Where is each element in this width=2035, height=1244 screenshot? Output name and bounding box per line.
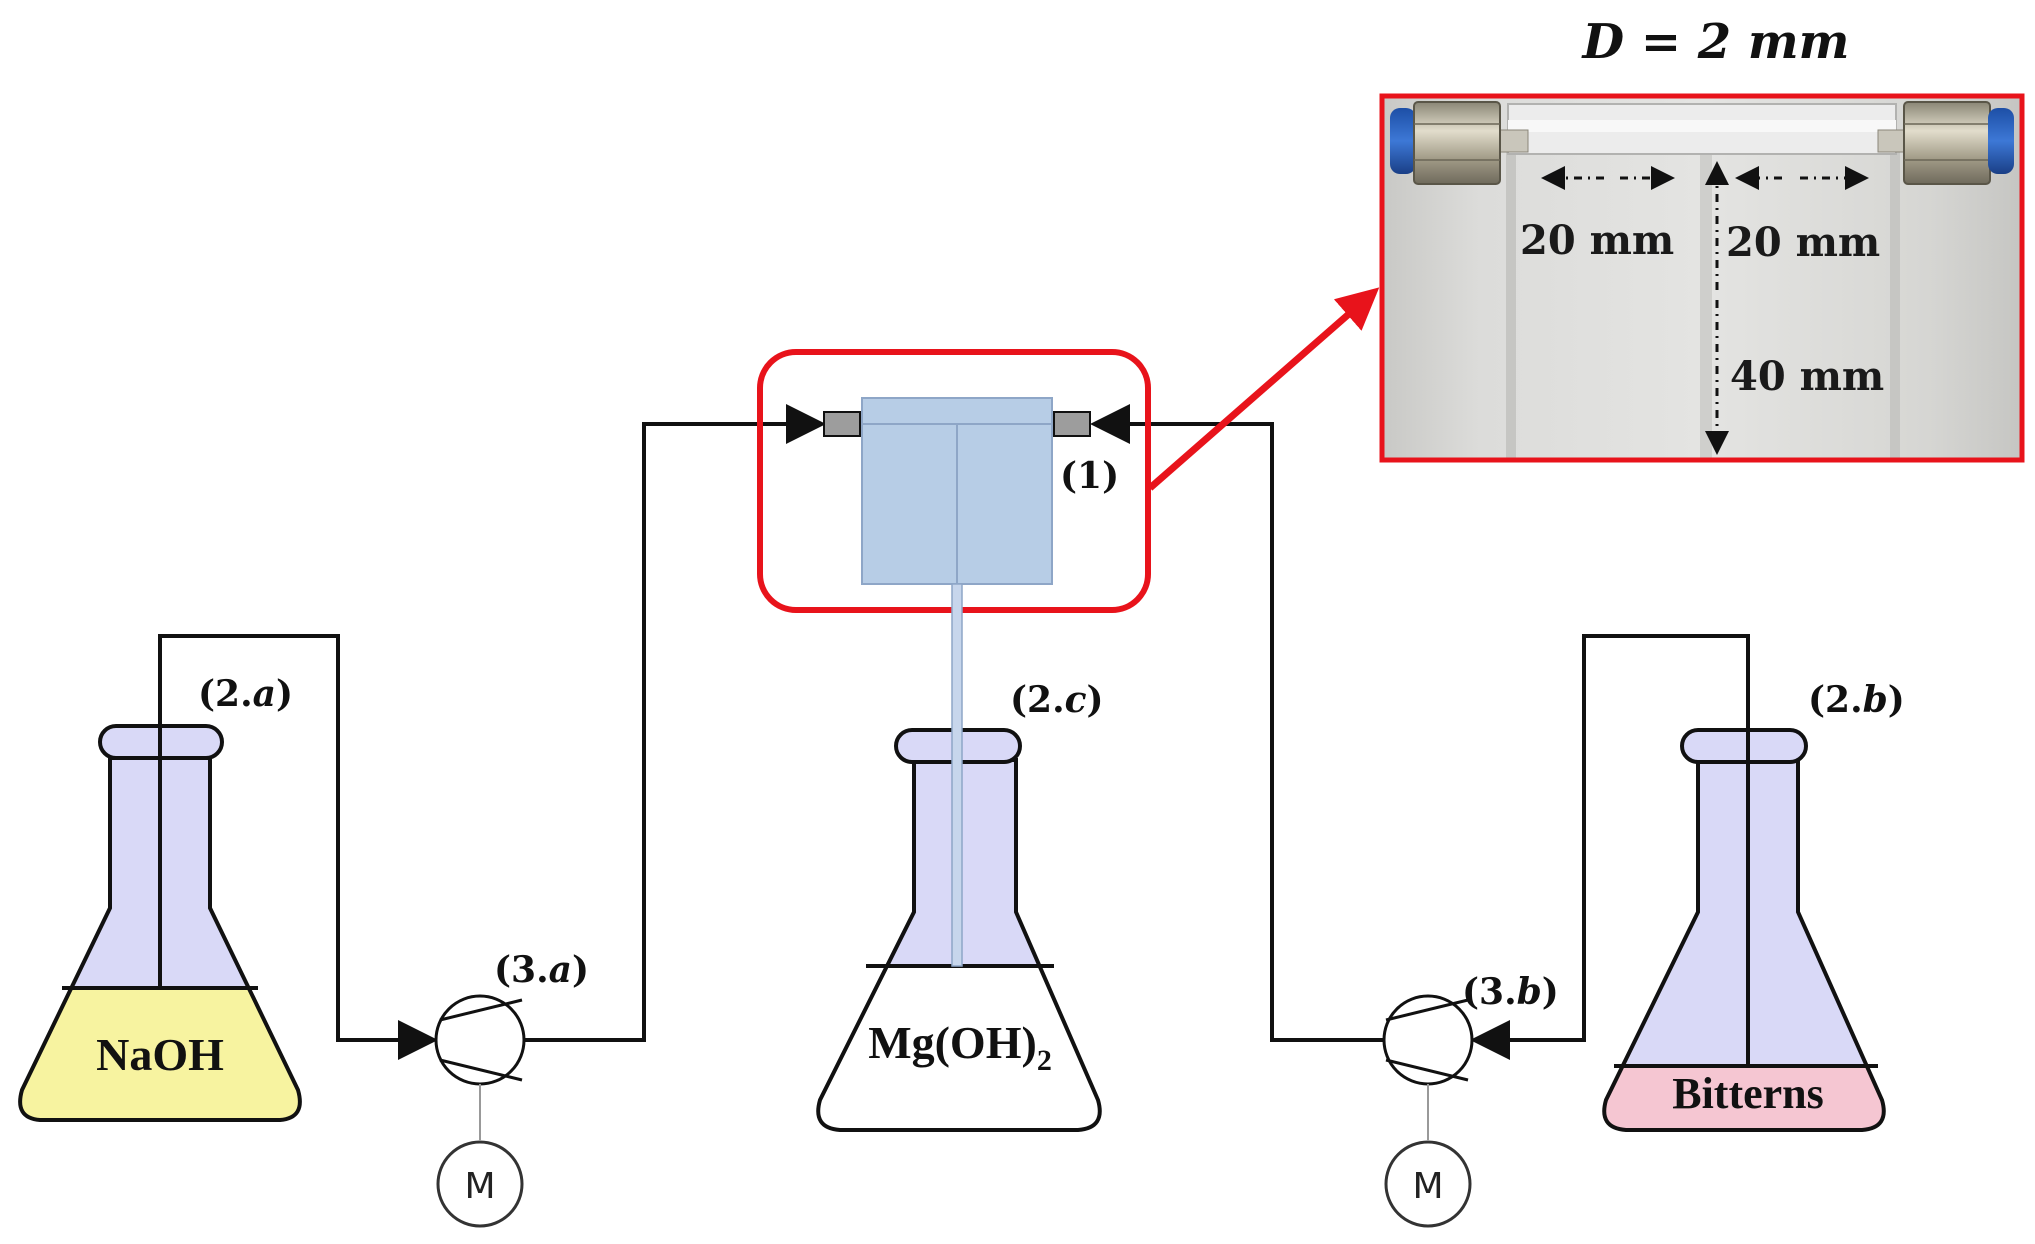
flask-naoh-id-var: a <box>253 673 276 715</box>
pump-a-id: (3.a) <box>494 949 589 991</box>
reactor <box>757 349 1151 967</box>
inset-fitting-left <box>1413 101 1501 185</box>
inset-dim-right: 20 mm <box>1726 219 1880 266</box>
bitterns-liquid <box>1604 1066 1884 1130</box>
inset-pointer-arrow <box>1147 287 1380 491</box>
flask-mgoh-id-num: (2. <box>1010 679 1065 721</box>
pump-b-id-var: b <box>1517 971 1542 1013</box>
mgoh-upper-liquid <box>818 760 1100 966</box>
inset-fitting-cap-right <box>1988 108 2014 174</box>
tube-pump-b-to-reactor <box>1090 404 1384 1042</box>
pump-b: M <box>1382 994 1474 1228</box>
reactor-outlet-tube <box>951 583 963 967</box>
mgoh-label-sub: 2 <box>1037 1044 1052 1077</box>
inset-title-var: D <box>1581 14 1625 70</box>
inset-title: D = 2 mm <box>1581 14 1850 70</box>
inset-fitting-cap-left <box>1390 108 1416 174</box>
naoh-liquid <box>20 988 300 1120</box>
flask-bitterns-id: (2.b) <box>1808 679 1905 721</box>
flask-naoh-id-num: (2. <box>198 673 253 715</box>
reactor-inlet-left <box>823 411 861 437</box>
flask-naoh-id: (2.a) <box>198 673 293 715</box>
pump-b-id-num: (3. <box>1462 971 1517 1013</box>
bitterns-flask-lip <box>1680 728 1808 764</box>
bitterns-upper-liquid <box>1604 760 1884 1066</box>
pump-a-id-var: a <box>549 949 572 991</box>
inset-dim-left: 20 mm <box>1520 217 1674 264</box>
naoh-label: NaOH <box>96 1029 224 1080</box>
tube-pump-a-to-reactor <box>524 404 826 1042</box>
pump-b-id: (3.b) <box>1462 971 1559 1013</box>
inset-frame <box>1379 93 2025 463</box>
flask-bitterns-id-num: (2. <box>1808 679 1863 721</box>
reactor-id: (1) <box>1060 455 1119 497</box>
flask-mgoh-id-var: c <box>1065 679 1087 721</box>
motor-b-label: M <box>1412 1166 1443 1207</box>
inset-dim-vertical: 40 mm <box>1730 353 1884 400</box>
tube-bitterns-to-pump-b <box>1470 634 1750 1066</box>
flask-mgoh: Mg(OH)2 <box>816 728 1102 1132</box>
inset-dimension-arrows <box>1541 161 1869 455</box>
motor-a-label: M <box>464 1166 495 1207</box>
inset-photo: 20 mm 20 mm 40 mm <box>1379 93 2025 463</box>
inset-title-rest: = 2 mm <box>1624 14 1849 70</box>
pump-a-id-num: (3. <box>494 949 549 991</box>
flask-bitterns-id-var: b <box>1863 679 1888 721</box>
flask-mgoh-id: (2.c) <box>1010 679 1104 721</box>
inset-fitting-right <box>1903 101 1991 185</box>
reactor-inlet-right <box>1053 411 1091 437</box>
motor-a <box>436 1140 524 1228</box>
mgoh-label-main: Mg(OH) <box>868 1017 1037 1068</box>
bitterns-label: Bitterns <box>1672 1069 1824 1118</box>
tube-naoh-to-pump-a <box>158 634 438 1060</box>
mgoh-label: Mg(OH)2 <box>868 1017 1052 1077</box>
flask-bitterns: Bitterns <box>1602 728 1886 1132</box>
motor-b <box>1384 1140 1472 1228</box>
pump-a: M <box>434 994 526 1228</box>
tubing <box>158 404 1750 1066</box>
